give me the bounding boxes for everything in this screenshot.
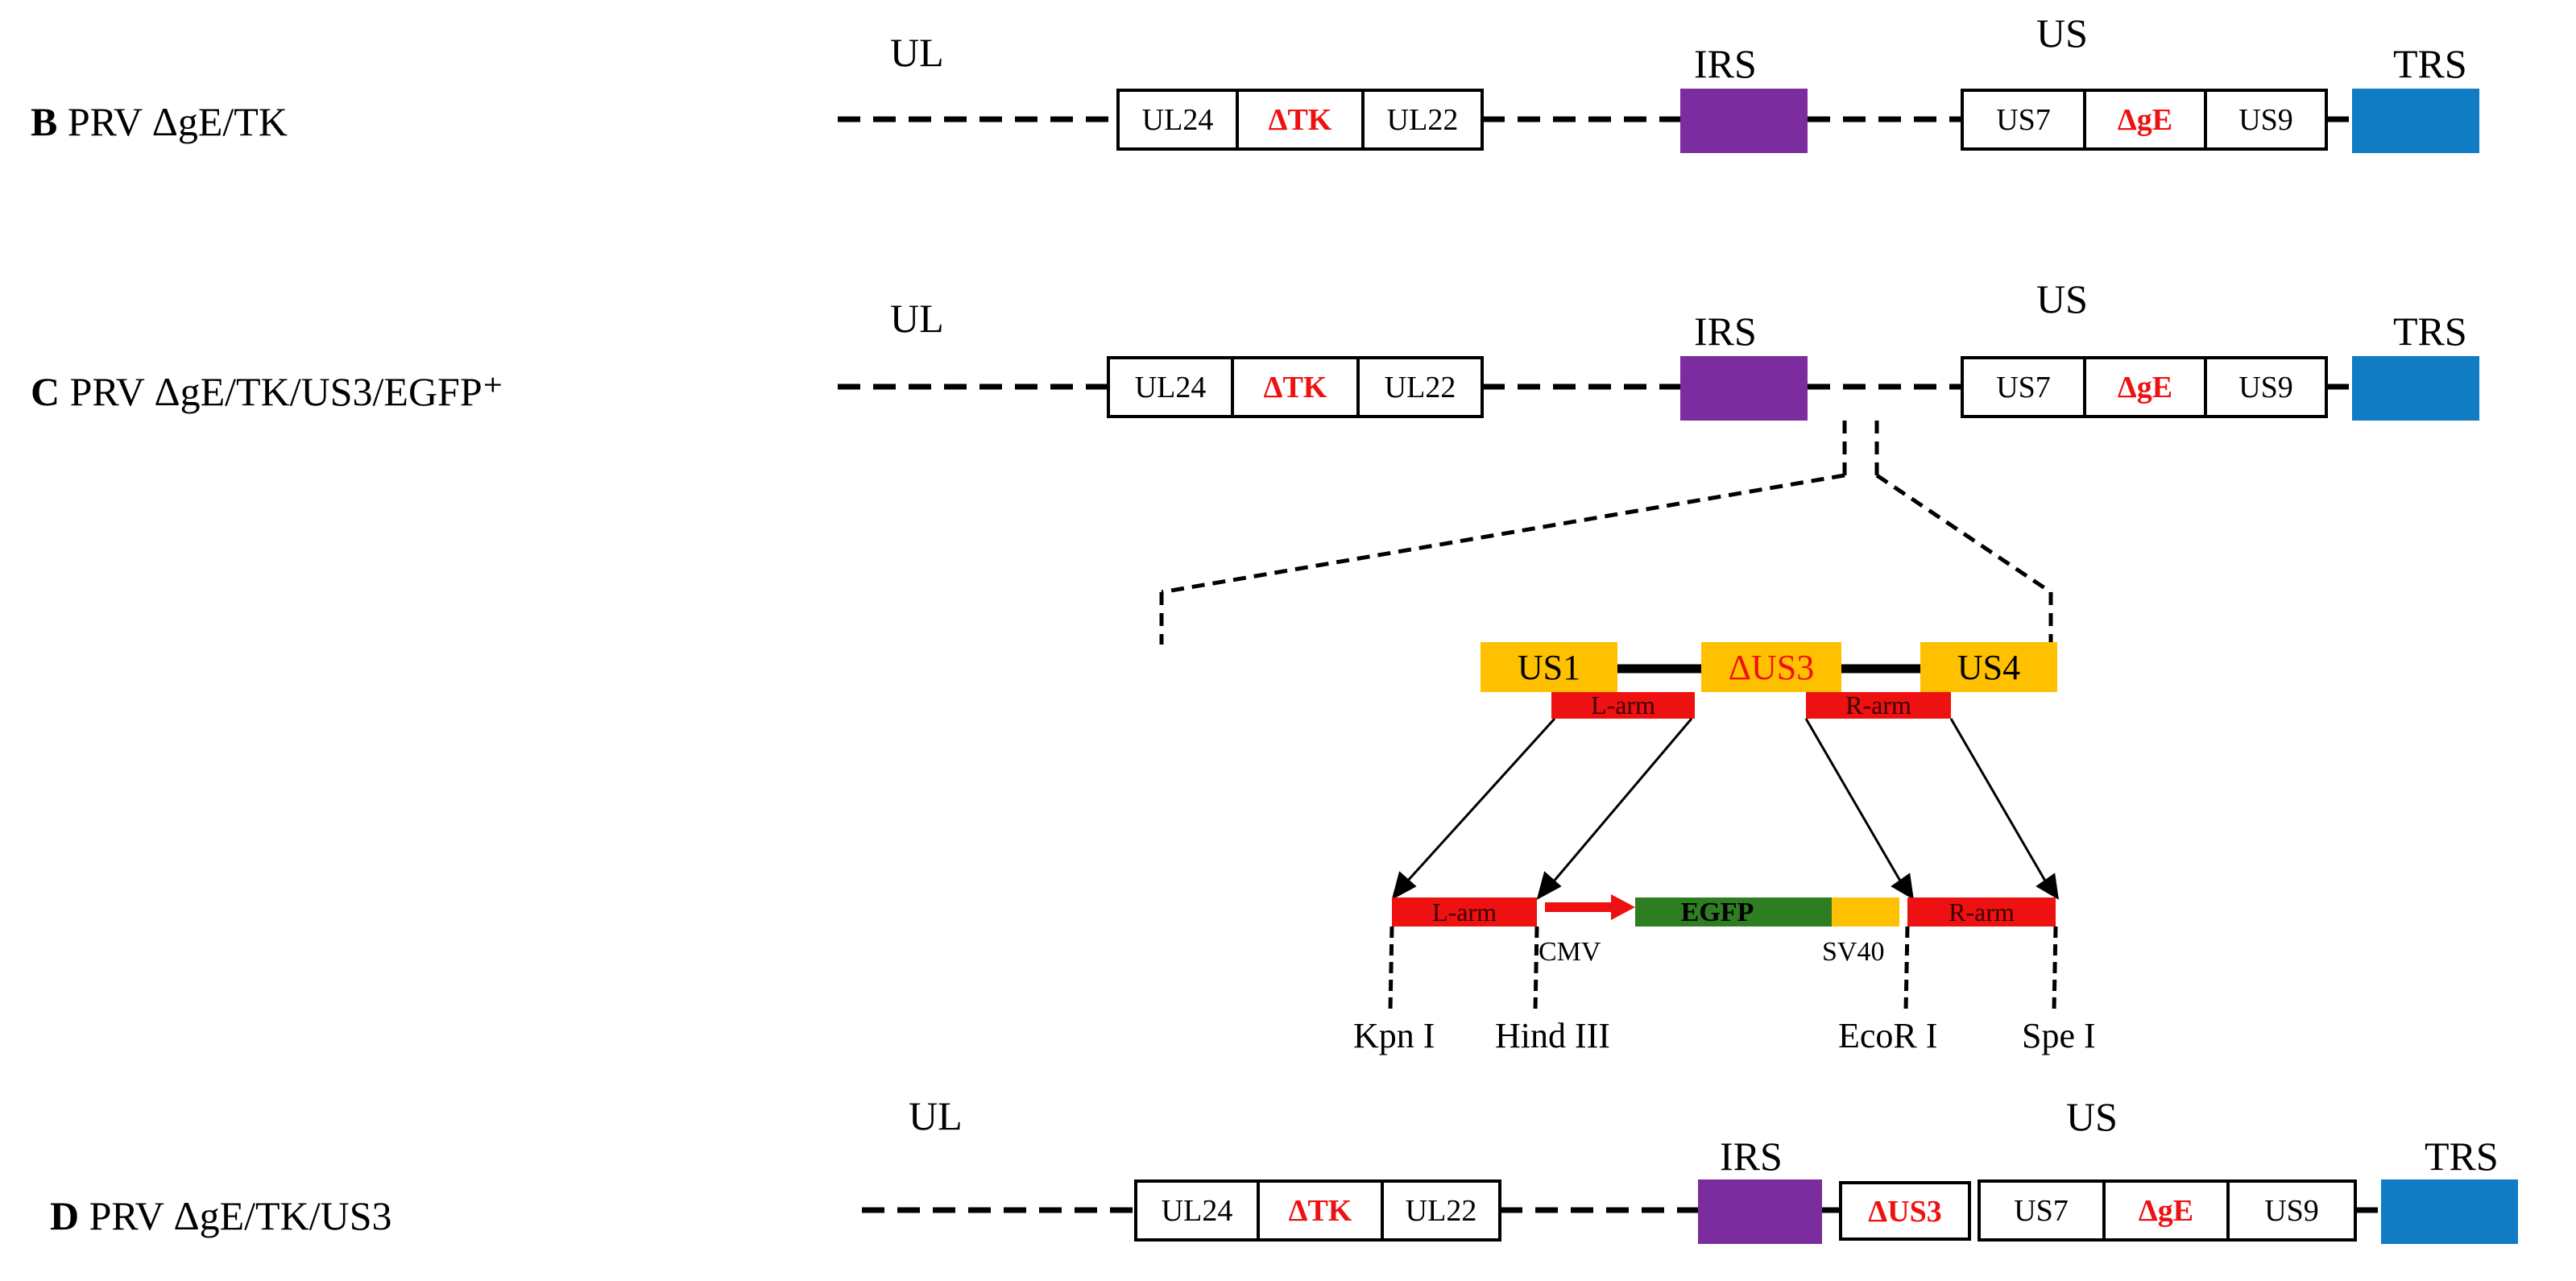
row-c-us-label: US — [2036, 276, 2088, 321]
row-d-us-gene-block — [1978, 1179, 2357, 1242]
us4-box — [1920, 642, 2057, 692]
row-d-us-label: US — [2066, 1094, 2118, 1139]
row-c: C PRV ΔgE/TK/US3/EGFP⁺ UL IRS US TRS UL2… — [31, 276, 2479, 645]
r-arm-top — [1806, 692, 1951, 719]
l-arm-top-label: L-arm — [1591, 690, 1655, 719]
site-kpni: Kpn I — [1353, 1016, 1435, 1055]
arrowhead-4 — [2036, 873, 2059, 900]
row-b-gene-ul24: UL24 — [1142, 103, 1214, 137]
row-b-trs-box — [2352, 89, 2479, 153]
row-d-title: PRV ΔgE/TK/US3 — [79, 1193, 391, 1238]
row-b: B PRV ΔgE/TK UL IRS US TRS UL24 ΔTK UL22… — [31, 10, 2479, 153]
cmv-arrowhead — [1611, 894, 1635, 920]
row-d-ul-gene-block — [1134, 1179, 1501, 1242]
homology-arrows — [1391, 717, 2059, 900]
row-d-gene-dus3: ΔUS3 — [1868, 1195, 1941, 1229]
row-d-ul-label: UL — [909, 1093, 963, 1138]
row-c-letter: C — [31, 369, 60, 414]
r-arm-bottom-label: R-arm — [1949, 898, 2015, 927]
row-c-irs-label: IRS — [1694, 309, 1757, 354]
row-d-irs-label: IRS — [1720, 1134, 1783, 1179]
l-arm-bottom-label: L-arm — [1432, 898, 1497, 927]
us4-label: US4 — [1957, 648, 2020, 687]
row-c-gene-us7: US7 — [1996, 371, 2051, 404]
row-b-title: PRV ΔgE/TK — [57, 99, 288, 144]
dus3-label: ΔUS3 — [1729, 648, 1815, 687]
row-d: D PRV ΔgE/TK/US3 UL IRS US TRS UL24 ΔTK … — [50, 1093, 2518, 1244]
l-arm-top — [1551, 692, 1695, 719]
site-spei: Spe I — [2022, 1016, 2096, 1055]
row-b-ul-gene-block — [1116, 89, 1484, 151]
row-c-label: C PRV ΔgE/TK/US3/EGFP⁺ — [31, 369, 503, 414]
site-ecori: EcoR I — [1838, 1016, 1937, 1055]
row-d-letter: D — [50, 1193, 79, 1238]
row-b-trs-label: TRS — [2393, 41, 2467, 86]
us3-locus-detail: US1 ΔUS3 US4 L-arm R-arm L-arm EGFP R-ar… — [1353, 642, 2096, 1055]
row-d-label: D PRV ΔgE/TK/US3 — [50, 1193, 392, 1238]
restriction-site-lines — [1388, 926, 2058, 1012]
row-b-irs-box — [1680, 89, 1808, 153]
row-b-gene-dge: ΔgE — [2118, 103, 2172, 137]
row-d-irs-box — [1698, 1179, 1822, 1244]
arrowhead-1 — [1391, 871, 1417, 900]
row-d-gene-dtk: ΔTK — [1289, 1194, 1352, 1228]
us1-label: US1 — [1518, 648, 1580, 687]
row-b-us-label: US — [2036, 10, 2088, 56]
sv40-box — [1832, 898, 1899, 927]
row-c-us-gene-block — [1961, 356, 2328, 418]
cmv-label: CMV — [1539, 937, 1601, 967]
row-d-gene-us9: US9 — [2264, 1194, 2319, 1228]
sv40-label: SV40 — [1822, 937, 1884, 967]
row-c-ul-gene-block — [1107, 356, 1484, 418]
row-b-letter: B — [31, 99, 57, 144]
row-b-ul-label: UL — [890, 30, 944, 75]
row-d-gene-ul24: UL24 — [1162, 1194, 1233, 1228]
l-arm-bottom — [1392, 898, 1537, 927]
r-arm-bottom — [1907, 898, 2056, 927]
row-c-gene-ul22: UL22 — [1385, 371, 1456, 404]
egfp-box — [1635, 898, 1832, 927]
row-b-irs-label: IRS — [1694, 41, 1757, 86]
r-arm-top-label: R-arm — [1845, 690, 1911, 719]
zoom-connector — [1159, 421, 2053, 645]
row-b-gene-us9: US9 — [2238, 103, 2293, 137]
row-b-gene-dtk: ΔTK — [1269, 103, 1332, 137]
row-b-gene-us7: US7 — [1996, 103, 2051, 137]
site-hindiii: Hind III — [1495, 1016, 1610, 1055]
arrowhead-2 — [1536, 871, 1562, 900]
row-c-trs-box — [2352, 356, 2479, 421]
row-d-gene-ul22: UL22 — [1406, 1194, 1477, 1228]
egfp-label: EGFP — [1681, 898, 1754, 927]
row-c-gene-us9: US9 — [2238, 371, 2293, 404]
row-c-gene-ul24: UL24 — [1135, 371, 1207, 404]
row-d-trs-label: TRS — [2425, 1134, 2499, 1179]
dus3-box — [1701, 642, 1841, 692]
row-b-gene-ul22: UL22 — [1387, 103, 1459, 137]
row-d-gene-dge: ΔgE — [2139, 1194, 2193, 1228]
row-c-title: PRV ΔgE/TK/US3/EGFP⁺ — [60, 369, 503, 414]
row-d-gene-us7: US7 — [2014, 1194, 2069, 1228]
row-c-gene-dtk: ΔTK — [1264, 371, 1327, 404]
row-d-trs-box — [2381, 1179, 2518, 1244]
row-c-irs-box — [1680, 356, 1808, 421]
row-b-us-gene-block — [1961, 89, 2328, 151]
row-c-gene-dge: ΔgE — [2118, 371, 2172, 404]
row-c-ul-label: UL — [890, 296, 944, 341]
arrowhead-3 — [1891, 873, 1914, 900]
row-c-trs-label: TRS — [2393, 309, 2467, 354]
row-b-label: B PRV ΔgE/TK — [31, 99, 288, 144]
row-d-us3-box — [1839, 1181, 1971, 1241]
us1-box — [1481, 642, 1617, 692]
